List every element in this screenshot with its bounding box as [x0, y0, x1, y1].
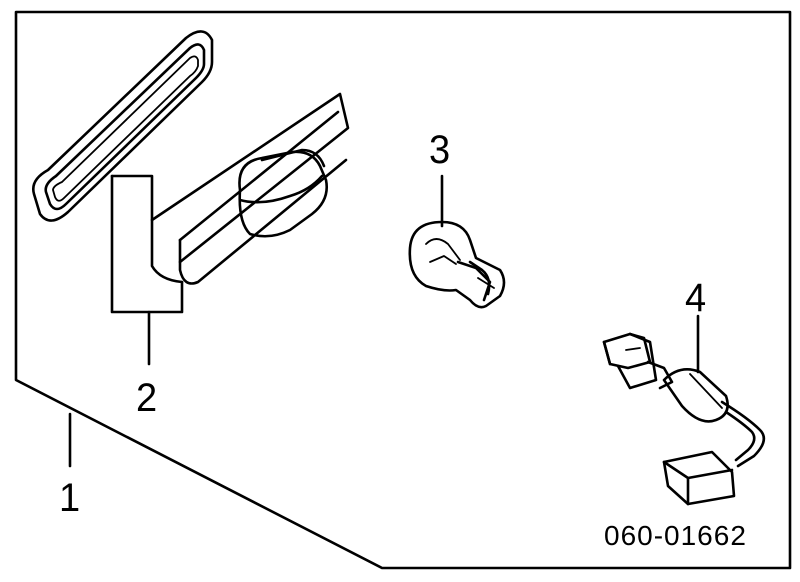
panel-outline: [14, 10, 792, 570]
callout-label-2: 2: [136, 376, 158, 420]
callout-label-3: 3: [429, 128, 451, 172]
diagram-id-label: 060-01662: [604, 520, 747, 551]
callout-label-1: 1: [59, 476, 81, 520]
callout-label-4: 4: [685, 276, 707, 320]
wiring-harness: [602, 332, 766, 506]
bulb: [408, 220, 506, 309]
lamp-lens-assembly: [32, 30, 350, 314]
